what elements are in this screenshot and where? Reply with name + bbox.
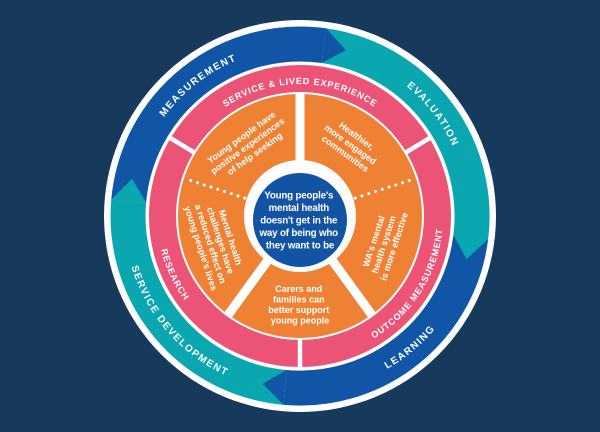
center-circle xyxy=(253,173,347,267)
outcomes-ring xyxy=(178,92,422,338)
middle-ring-separator xyxy=(167,135,197,156)
outer-ring-segment-service-development xyxy=(110,199,287,405)
wedge-separator-solid xyxy=(223,252,276,319)
middle-ring xyxy=(149,65,451,369)
wedge-separator-solid xyxy=(324,252,377,319)
clockwise-arrow-icon-bottom xyxy=(262,369,287,405)
clockwise-arrow-icon-right xyxy=(453,234,489,260)
wedge-system: WA's mental health system is more effect… xyxy=(358,205,409,282)
middle-ring-separator xyxy=(403,135,433,156)
clockwise-arrow-icon-left xyxy=(111,178,147,203)
outer-ring-segment-evaluation xyxy=(321,28,490,240)
center-statement: Young people's mental health doesn't get… xyxy=(259,191,341,252)
clockwise-arrow-icon-top xyxy=(321,28,346,63)
outer-ring-segment-measurement xyxy=(111,26,327,203)
outer-ring-segment-learning xyxy=(283,234,489,406)
outer-ring xyxy=(110,26,490,406)
wedge-carers: Carers and families can better support y… xyxy=(268,284,332,326)
